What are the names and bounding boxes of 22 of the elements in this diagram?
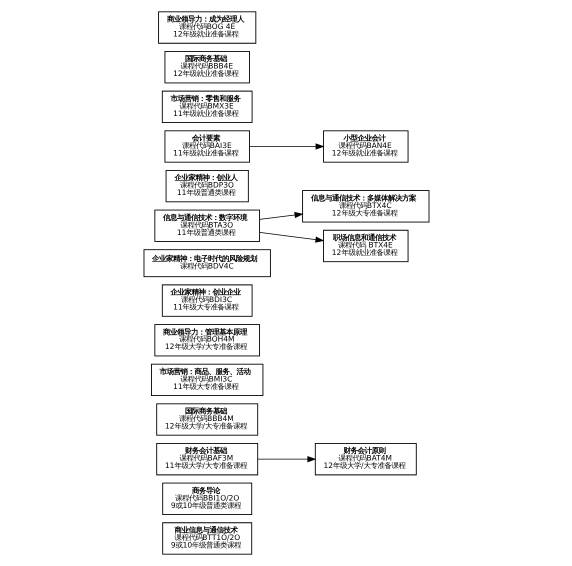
node-box: 财务会计原则 课程代码BAT4M 12年级大学/大专准备课程 (314, 443, 416, 476)
arrow (258, 232, 324, 243)
arrow (258, 212, 304, 220)
node-box: 会计要素 课程代码BAI3E 11年级就业准备课程 (164, 130, 250, 163)
node-box: 商业信息与通信技术 课程代码BTT1O/2O 9或10年级普通类课程 (162, 522, 252, 555)
node-box: 国际商务基础 课程代码BBB4E 12年级就业准备课程 (164, 51, 250, 84)
node-box: 商业领导力：管理基本原理 课程代码BOH4M 12年级大学/大专准备课程 (154, 324, 260, 356)
node-box: 市场营销：商品、服务、活动 课程代码BMI3C 11年级大专准备课程 (150, 364, 263, 396)
node-box: 小型企业会计 课程代码BAN4E 12年级就业准备课程 (322, 130, 408, 163)
node-box: 市场营销：零售和服务 课程代码BMX3E 11年级就业准备课程 (161, 90, 252, 123)
node-box: 信息与通信技术：多媒体解决方案 课程代码BTX4C 12年级大专准备课程 (302, 190, 429, 222)
node-box: 企业家精神：创业人 课程代码BDP3O 11年级普通类课程 (165, 170, 248, 202)
node-box: 企业家精神：电子时代的风险规划 课程代码BDV4C (143, 249, 270, 278)
arrow (248, 143, 324, 150)
node-box: 职场信息和通信技术 课程代码 BTX4E 12年级就业准备课程 (322, 230, 408, 262)
arrow (257, 456, 316, 462)
node-box: 企业家精神：创业企业 课程代码BDI3C 11年级大专准备课程 (161, 284, 252, 317)
node-box: 商务导论 课程代码BBI1O/2O 9或10年级普通类课程 (162, 482, 252, 515)
node-box: 信息与通信技术：数字环境 课程代码BTA3O 11年级普通类课程 (154, 210, 260, 242)
node-box: 商业领导力：成为经理人 课程代码BOG 4E 12年级就业准备课程 (158, 11, 256, 44)
node-box: 国际商务基础 课程代码BBB4M 12年级大学/大专准备课程 (156, 403, 258, 436)
node-box: 财务会计基础 课程代码BAF3M 11年级大学/大专准备课程 (156, 443, 258, 476)
